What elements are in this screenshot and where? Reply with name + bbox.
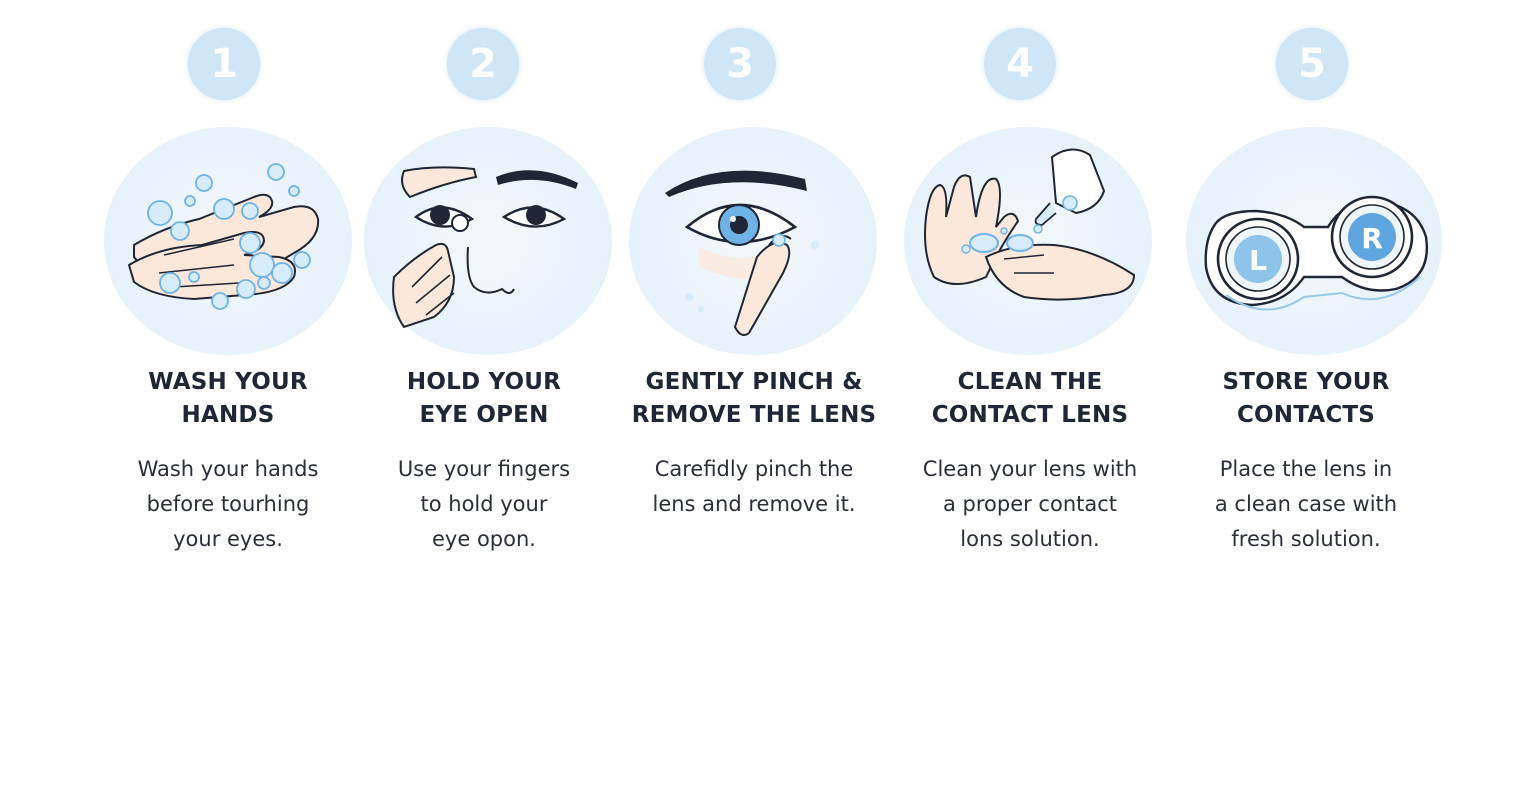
step-description: Carefidly pinch the lens and remove it. [614,452,894,522]
step-number: 2 [469,41,497,87]
step-title: GENTLY PINCH & REMOVE THE LENS [614,366,894,432]
washing-hands-icon [104,127,352,355]
step-number: 4 [1006,41,1034,87]
left-case-label: L [1249,244,1267,277]
step-desc-line: lons solution. [960,527,1100,551]
step-description: Place the lens in a clean case with fres… [1166,452,1446,557]
step-title: HOLD YOUR EYE OPEN [344,366,624,432]
step-title-line: CONTACTS [1236,402,1376,428]
step-desc-line: eye opon. [432,527,536,551]
step-description: Wash your hands before tourhing your eye… [88,452,368,557]
step-number-badge: 3 [704,28,776,100]
step-number: 3 [726,41,754,87]
step-desc-line: a clean case with [1214,492,1398,516]
step-desc-line: lens and remove it. [652,492,856,516]
step-desc-line: Wash your hands [137,457,319,481]
step-title-line: WASH YOUR [148,369,308,395]
step-title-line: CLEAN THE [957,369,1103,395]
step-5: 5 L R STORE YOUR CONTACTS Place the lens… [1166,0,1446,600]
step-number-badge: 5 [1276,28,1348,100]
step-title-line: HANDS [181,402,275,428]
step-description: Use your fingers to hold your eye opon. [344,452,624,557]
step-title: WASH YOUR HANDS [88,366,368,432]
lens-case-icon: L R [1186,127,1442,355]
step-3: 3 GENTLY PINCH & REMOVE THE LEN [614,0,894,600]
step-desc-line: to hold your [420,492,548,516]
step-title: STORE YOUR CONTACTS [1166,366,1446,432]
step-number-badge: 2 [447,28,519,100]
step-title-line: EYE OPEN [419,402,549,428]
step-title-line: GENTLY PINCH & [645,369,863,395]
step-desc-line: Clean your lens with [922,457,1138,481]
step-title: CLEAN THE CONTACT LENS [890,366,1170,432]
step-title-line: HOLD YOUR [406,369,562,395]
step-desc-line: a proper contact [942,492,1118,516]
step-desc-line: Use your fingers [397,457,571,481]
step-title-line: CONTACT LENS [931,402,1129,428]
step-number: 1 [210,41,238,87]
pinch-lens-icon [629,127,877,355]
step-description: Clean your lens with a proper contact lo… [890,452,1170,557]
step-desc-line: Place the lens in [1219,457,1393,481]
step-1: 1 [88,0,368,600]
step-number-badge: 1 [188,28,260,100]
step-number-badge: 4 [984,28,1056,100]
clean-lens-icon [904,127,1152,355]
step-number: 5 [1298,41,1326,87]
step-desc-line: Carefidly pinch the [654,457,854,481]
step-desc-line: fresh solution. [1231,527,1381,551]
step-2: 2 HOLD YOUR EYE OPEN Use your fingers to… [344,0,624,600]
step-title-line: REMOVE THE LENS [631,402,877,428]
step-desc-line: your eyes. [173,527,283,551]
step-4: 4 CLEAN THE CONTACT LENS Clean your [890,0,1170,600]
step-desc-line: before tourhing [146,492,310,516]
step-title-line: STORE YOUR [1222,369,1390,395]
hold-eye-open-icon [364,127,612,355]
right-case-label: R [1361,222,1383,255]
